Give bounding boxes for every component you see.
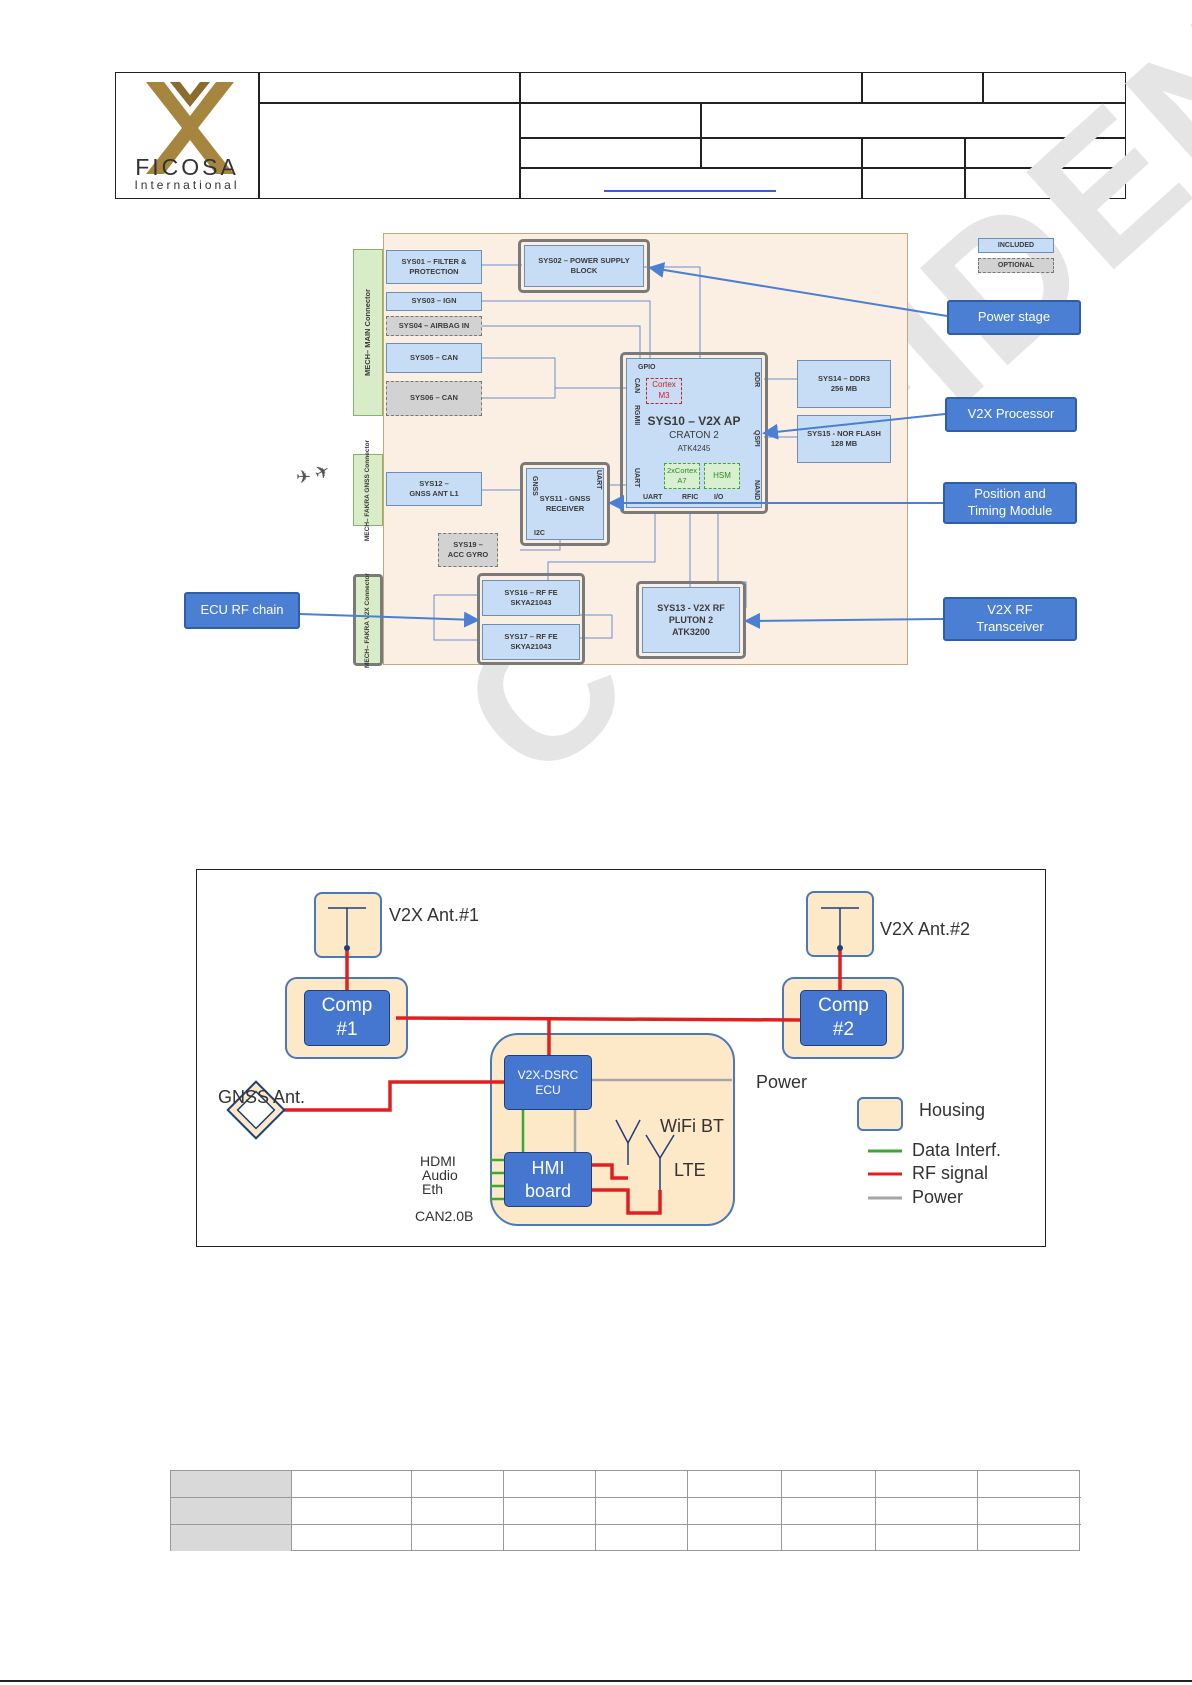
callout-power-stage: Power stage [947,300,1081,335]
legend-power: Power [912,1187,964,1207]
eth-label: Eth [422,1181,444,1197]
sys16-block: SYS16 – RF FE SKYA21043 [482,580,580,616]
hdmi-label: HDMI [420,1153,456,1169]
ecu-block: V2X-DSRC ECU [504,1055,592,1110]
table-col-divider [977,1471,978,1551]
processor-part: ATK4245 [677,444,711,453]
legend-housing: Housing [919,1100,986,1120]
sys14-block: SYS14 – DDR3 256 MB [797,360,891,408]
header-divider [519,137,1126,139]
antenna2-label: V2X Ant.#2 [880,919,971,939]
gnss-connector: MECH– FAKRA GNSS Connector [353,439,383,541]
header-divider [964,137,966,199]
legend-optional: OPTIONAL [978,258,1054,273]
callout-v2x-processor: V2X Processor [945,397,1077,432]
table-header-column [171,1471,291,1551]
gpio-pin: GPIO [638,364,656,371]
table-row-divider [171,1497,1081,1498]
audio-label: Audio [422,1167,458,1183]
power-label: Power [756,1072,808,1092]
sys19-block: SYS19 – ACC GYRO [438,533,498,567]
table-col-divider [687,1471,688,1551]
comp2-block: Comp #2 [800,990,887,1046]
system-diagram-wires [226,907,903,1215]
sys06-block: SYS06 – CAN [386,381,482,416]
v2x-connector: MECH– FAKRA V2X Connector [353,572,383,668]
table-col-divider [411,1471,412,1551]
cortex-a7-core: 2xCortex A7 [664,463,700,489]
header-divider [700,102,702,168]
sys15-block: SYS15 - NOR FLASH 128 MB [797,415,891,463]
table-col-divider [291,1471,292,1551]
sys13-block: SYS13 - V2X RF PLUTON 2 ATK3200 [642,587,740,653]
can-label: CAN2.0B [415,1208,474,1224]
sys04-block: SYS04 – AIRBAG IN [386,316,482,336]
gnss-antenna-icon [226,1080,286,1140]
processor-title: SYS10 – V2X AP [647,414,741,428]
satellite-icon: ✈ [296,467,312,487]
header-divider [982,72,984,103]
cortex-m3-core: Cortex M3 [646,378,682,404]
footer-rule [0,1680,1192,1682]
comp1-block: Comp #1 [304,990,390,1046]
processor-subtitle: CRATON 2 [669,430,719,441]
table-col-divider [595,1471,596,1551]
hsm-core: HSM [704,463,740,489]
sys17-block: SYS17 – RF FE SKYA21043 [482,624,580,660]
rfic-pin: RFIC [682,494,699,501]
header-divider [258,102,1126,104]
revision-table [170,1470,1081,1551]
io-pin: I/O [714,494,724,501]
lte-label: LTE [674,1160,706,1180]
hmi-board-block: HMI board [504,1152,592,1207]
company-logo: FICOSA International [118,76,256,194]
callout-position-timing: Position and Timing Module [943,482,1077,524]
sys12-block: SYS12 – GNSS ANT L1 [386,472,482,506]
company-name: FICOSA [135,154,239,180]
i2c-pin: I2C [534,530,545,537]
header-link-underline[interactable] [604,190,776,192]
ficosa-emblem-icon [146,82,234,174]
header-divider [519,72,521,199]
legend-included: INCLUDED [978,238,1054,253]
wifi-bt-label: WiFi BT [660,1116,724,1136]
header-divider [258,72,260,199]
main-connector: MECH– MAIN Connector [353,249,383,416]
legend-data-interface: Data Interf. [912,1140,1002,1160]
table-col-divider [875,1471,876,1551]
company-tagline: International [134,178,240,192]
header-divider [861,72,863,103]
antenna1-label: V2X Ant.#1 [389,905,480,925]
sys11-block: SYS11 - GNSS RECEIVER [526,468,604,540]
uart-pin: UART [643,494,663,501]
sys02-block: SYS02 – POWER SUPPLY BLOCK [524,245,644,287]
legend-rf-signal: RF signal [912,1163,989,1183]
callout-v2x-rf-transceiver: V2X RF Transceiver [943,597,1077,641]
header-divider [519,167,1126,169]
document-header-table [115,72,1126,199]
sys03-block: SYS03 – IGN [386,292,482,311]
sys01-block: SYS01 – FILTER & PROTECTION [386,250,482,284]
table-col-divider [781,1471,782,1551]
header-divider [861,137,863,199]
sys05-block: SYS05 – CAN [386,343,482,373]
callout-arrows [299,262,948,629]
table-row-divider [171,1524,1081,1525]
callout-ecu-rf-chain: ECU RF chain [184,592,300,629]
gnss-antenna-label: GNSS Ant. [218,1087,306,1107]
table-col-divider [503,1471,504,1551]
